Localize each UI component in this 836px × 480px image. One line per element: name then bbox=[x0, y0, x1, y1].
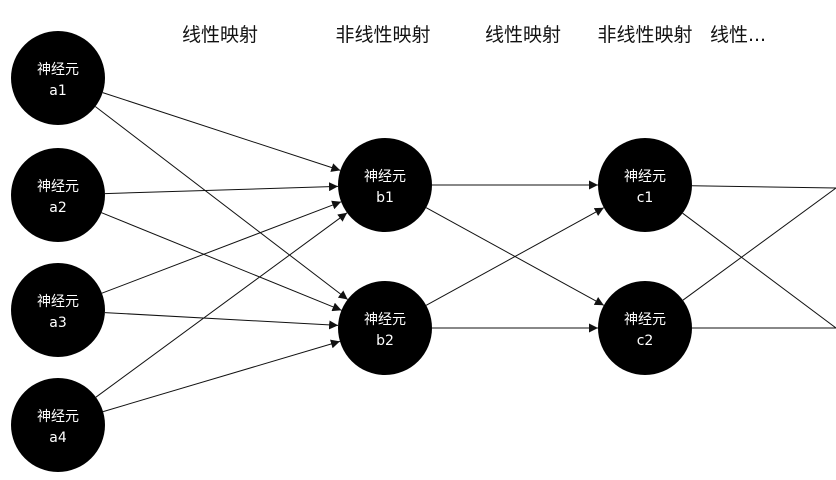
neuron-label-a2: a2 bbox=[49, 200, 67, 216]
edge-a4-to-b1 bbox=[95, 212, 348, 398]
edge-a3-to-b1 bbox=[101, 200, 342, 294]
neuron-circle-a2 bbox=[11, 148, 105, 242]
neuron-title-c1: 神经元 bbox=[624, 169, 666, 185]
layer-label-linear-2: 线性映射 bbox=[484, 24, 562, 46]
neuron-title-b2: 神经元 bbox=[364, 312, 406, 328]
edge-a1-to-b2 bbox=[94, 106, 349, 300]
neuron-label-a3: a3 bbox=[49, 315, 67, 331]
neuron-a3: 神经元 a3 bbox=[11, 263, 105, 357]
neuron-title-a2: 神经元 bbox=[37, 179, 79, 195]
neuron-title-a4: 神经元 bbox=[37, 409, 79, 425]
neuron-c1: 神经元 c1 bbox=[598, 138, 692, 232]
neuron-a4: 神经元 a4 bbox=[11, 378, 105, 472]
neuron-c2: 神经元 c2 bbox=[598, 281, 692, 375]
neuron-a2: 神经元 a2 bbox=[11, 148, 105, 242]
neuron-circle-a3 bbox=[11, 263, 105, 357]
neuron-circle-a1 bbox=[11, 31, 105, 125]
neuron-circle-a4 bbox=[11, 378, 105, 472]
neuron-circle-b1 bbox=[338, 138, 432, 232]
neuron-b2: 神经元 b2 bbox=[338, 281, 432, 375]
layer-label-linear-1: 线性映射 bbox=[181, 24, 259, 46]
neuron-label-a1: a1 bbox=[49, 83, 67, 99]
neuron-title-a1: 神经元 bbox=[37, 62, 79, 78]
neuron-circle-b2 bbox=[338, 281, 432, 375]
neuron-circle-c2 bbox=[598, 281, 692, 375]
edge-b2-to-c1 bbox=[425, 207, 605, 306]
neuron-a1: 神经元 a1 bbox=[11, 31, 105, 125]
connection-lines bbox=[94, 92, 836, 413]
layer-label-nonlinear-1: 非线性映射 bbox=[335, 24, 431, 46]
neuron-label-b1: b1 bbox=[376, 190, 394, 206]
edge-a2-to-b1 bbox=[104, 182, 339, 195]
neuron-b1: 神经元 b1 bbox=[338, 138, 432, 232]
neuron-title-c2: 神经元 bbox=[624, 312, 666, 328]
neuron-label-c1: c1 bbox=[637, 190, 654, 206]
neuron-layers: 神经元 a1 神经元 a2 神经元 a3 神经元 a4 神经元 b1 神经元 b2 神经元 c1 神经元 c2 bbox=[11, 31, 692, 472]
edge-a1-to-b1 bbox=[102, 92, 341, 172]
neuron-title-a3: 神经元 bbox=[37, 294, 79, 310]
edge-c1-to-next-top bbox=[691, 185, 836, 189]
edge-c2-to-next-top bbox=[682, 187, 836, 301]
neuron-title-b1: 神经元 bbox=[364, 169, 406, 185]
edge-a4-to-b2 bbox=[102, 339, 341, 413]
neuron-label-a4: a4 bbox=[49, 430, 67, 446]
edge-c1-to-next-bottom bbox=[682, 212, 836, 329]
edge-a3-to-b2 bbox=[104, 312, 339, 330]
neuron-label-c2: c2 bbox=[637, 333, 654, 349]
edge-a2-to-b2 bbox=[101, 212, 342, 312]
neuron-circle-c1 bbox=[598, 138, 692, 232]
layer-label-nonlinear-2: 非线性映射 bbox=[597, 24, 693, 46]
neuron-label-b2: b2 bbox=[376, 333, 394, 349]
layer-label-linear-3: 线性... bbox=[709, 24, 767, 46]
